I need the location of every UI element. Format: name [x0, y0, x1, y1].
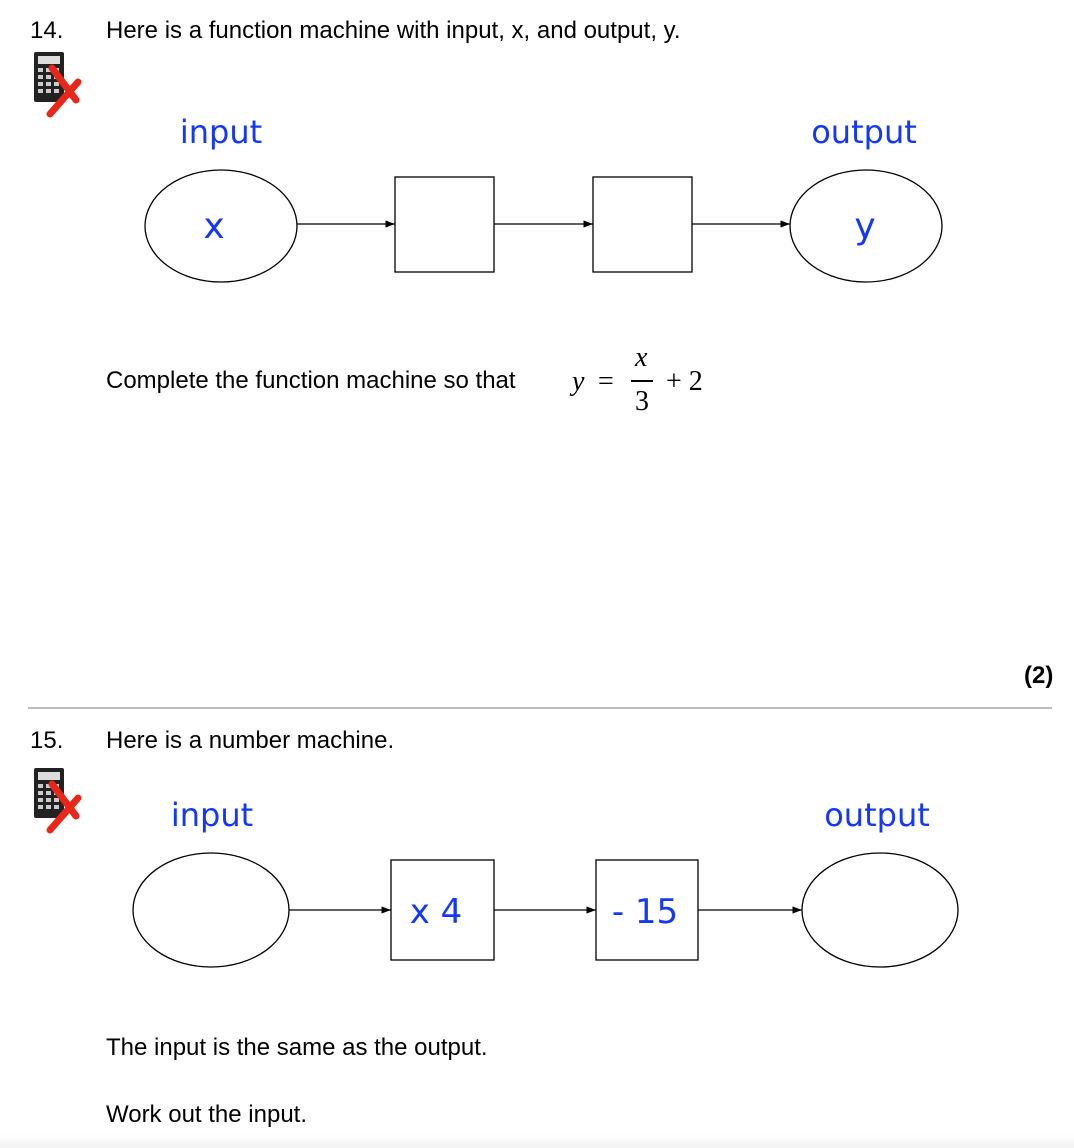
output-oval	[789, 169, 943, 283]
marks: (2)	[1024, 662, 1054, 689]
input-label: input	[180, 113, 262, 151]
statement-text: The input is the same as the output.	[106, 1034, 488, 1061]
output-value: y	[854, 206, 875, 247]
no-calculator-icon	[34, 768, 78, 830]
page-edge	[0, 1134, 1074, 1148]
input-label: input	[171, 796, 253, 834]
output-label: output	[824, 796, 930, 834]
eq-denominator: 3	[635, 386, 649, 417]
instruction-text: Complete the function machine so that	[106, 367, 516, 394]
operation-box-2[interactable]	[592, 176, 693, 273]
output-label: output	[811, 113, 917, 151]
input-oval[interactable]	[132, 852, 290, 968]
eq-rest: + 2	[666, 366, 703, 397]
instruction-text: Work out the input.	[106, 1101, 307, 1128]
eq-equals: =	[598, 366, 614, 397]
question-text: Here is a number machine.	[106, 727, 395, 754]
input-value: x	[203, 206, 224, 247]
eq-numerator: x	[635, 342, 648, 373]
q14-function-machine: input output x y	[144, 113, 943, 283]
no-calculator-icon	[34, 52, 78, 114]
output-oval[interactable]	[801, 852, 959, 968]
fraction-bar	[631, 380, 653, 382]
question-number: 14.	[30, 17, 64, 44]
question-text: Here is a function machine with input, x…	[106, 17, 681, 44]
q15-number-machine: input output x 4 - 15	[132, 796, 959, 968]
equation: y = x 3 + 2	[572, 342, 732, 426]
eq-lhs: y	[572, 366, 585, 397]
input-oval	[144, 169, 298, 283]
operation-box-1[interactable]	[394, 176, 495, 273]
operation-2-text: - 15	[612, 892, 678, 932]
question-number: 15.	[30, 727, 64, 754]
operation-1-text: x 4	[410, 892, 463, 932]
